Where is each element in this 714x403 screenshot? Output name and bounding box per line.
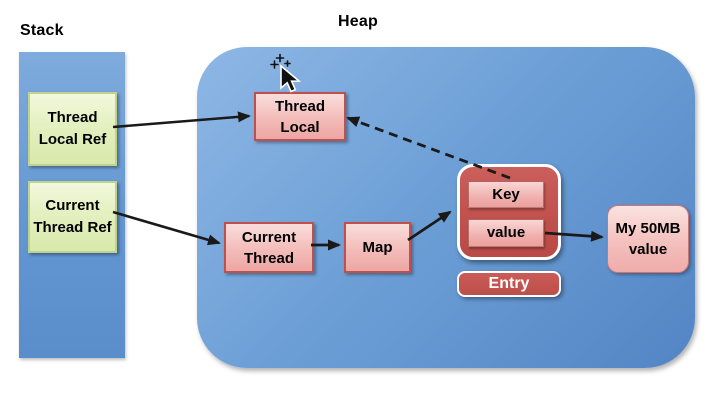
my-50mb-value-box: My 50MB value xyxy=(607,205,689,273)
current-thread-ref-box: Current Thread Ref xyxy=(28,181,117,253)
current-thread-box: Current Thread xyxy=(224,222,314,273)
key-box: Key xyxy=(468,181,544,208)
map-box: Map xyxy=(344,222,411,273)
heap-region-label: Heap xyxy=(338,13,378,30)
thread-local-box: Thread Local xyxy=(254,92,346,141)
value-box: value xyxy=(468,219,544,247)
entry-label-box: Entry xyxy=(457,271,561,297)
stack-region-label: Stack xyxy=(20,22,64,39)
entry-label: Entry xyxy=(488,275,530,292)
thread-local-ref-box: Thread Local Ref xyxy=(28,92,117,166)
move-cursor-icon xyxy=(270,53,302,93)
